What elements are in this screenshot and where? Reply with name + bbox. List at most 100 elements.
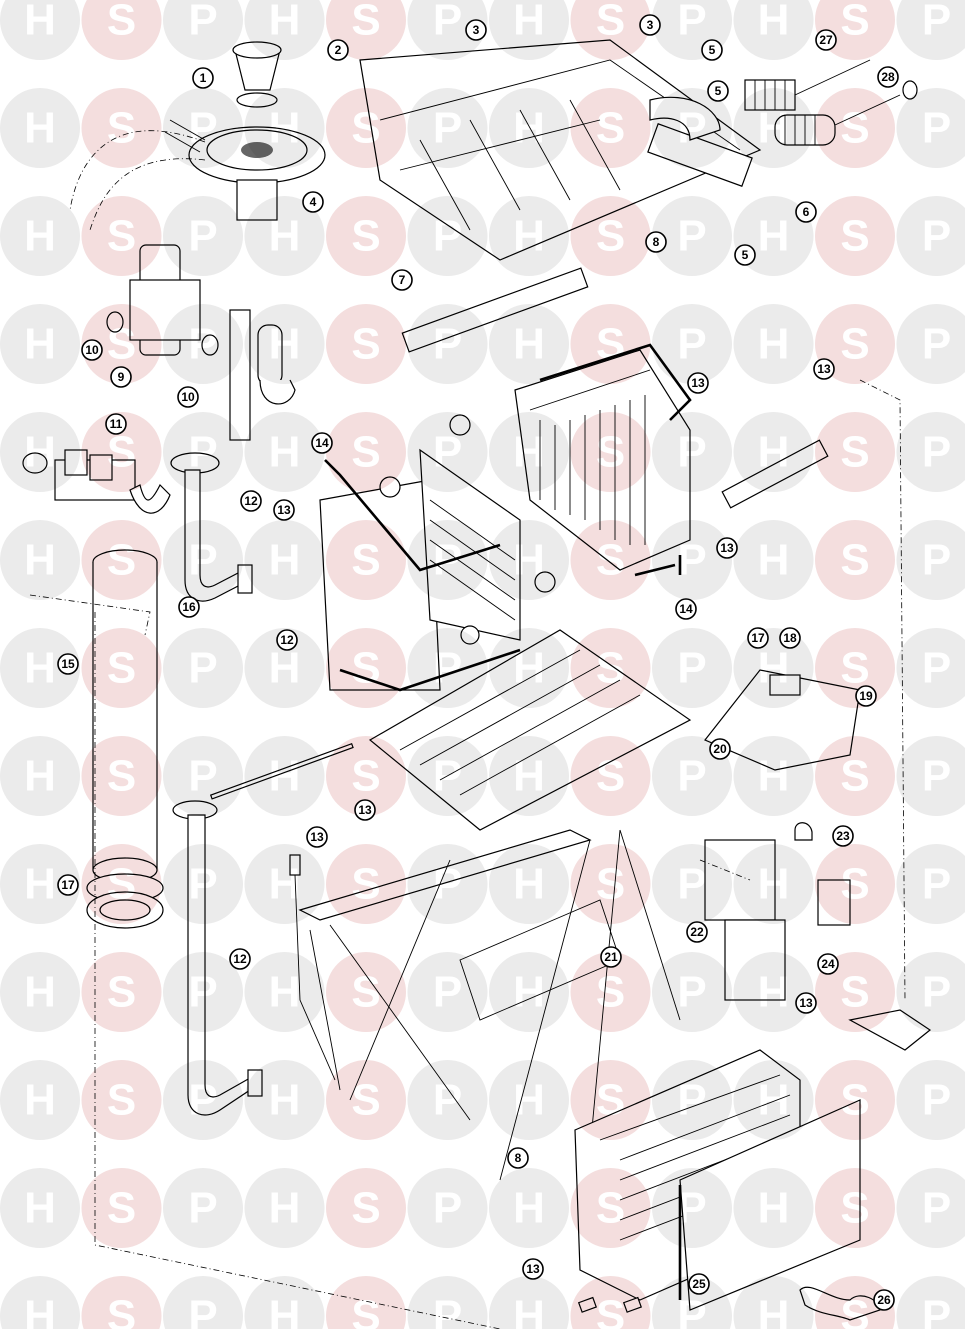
callout-number: 7 bbox=[399, 273, 406, 287]
svg-text:S: S bbox=[107, 1076, 136, 1125]
watermark-badge: P bbox=[652, 88, 732, 168]
watermark-badge: S bbox=[570, 520, 651, 600]
svg-text:S: S bbox=[107, 212, 136, 261]
svg-text:S: S bbox=[351, 860, 380, 909]
svg-text:S: S bbox=[596, 1076, 625, 1125]
svg-text:P: P bbox=[433, 968, 462, 1017]
watermark-badge: S bbox=[570, 952, 651, 1032]
watermark-badge: S bbox=[570, 844, 651, 924]
watermark-badge: P bbox=[652, 952, 732, 1032]
svg-text:S: S bbox=[840, 644, 869, 693]
svg-text:P: P bbox=[433, 644, 462, 693]
watermark-badge: H bbox=[733, 1168, 814, 1248]
callout-number: 13 bbox=[817, 362, 831, 376]
watermark-badge: S bbox=[815, 520, 895, 600]
watermark-badge: H bbox=[733, 88, 814, 168]
watermark-badge: P bbox=[896, 628, 965, 708]
part-callout-13: 13 bbox=[354, 799, 376, 821]
callout-number: 3 bbox=[647, 18, 654, 32]
watermark-badge: H bbox=[0, 0, 80, 60]
watermark-badge: H bbox=[244, 88, 325, 168]
watermark-badge: P bbox=[407, 1060, 488, 1140]
svg-text:P: P bbox=[188, 428, 217, 477]
svg-text:H: H bbox=[24, 644, 56, 693]
svg-text:P: P bbox=[188, 0, 217, 45]
svg-text:H: H bbox=[513, 536, 545, 585]
watermark-badge: S bbox=[326, 88, 406, 168]
watermark-badge: H bbox=[489, 1276, 569, 1329]
svg-text:S: S bbox=[596, 644, 625, 693]
svg-text:S: S bbox=[107, 428, 136, 477]
part-callout-9: 9 bbox=[110, 366, 132, 388]
watermark-badge: P bbox=[407, 952, 488, 1032]
watermark-badge: S bbox=[81, 736, 162, 816]
callout-number: 4 bbox=[310, 195, 317, 209]
watermark-badge: S bbox=[81, 844, 162, 924]
svg-text:H: H bbox=[24, 320, 56, 369]
part-callout-13: 13 bbox=[813, 358, 835, 380]
watermark-badge: S bbox=[326, 520, 406, 600]
watermark-badge: P bbox=[163, 844, 243, 924]
svg-text:P: P bbox=[188, 1184, 217, 1233]
watermark-badge: S bbox=[81, 1060, 162, 1140]
watermark-badge: P bbox=[652, 1276, 732, 1329]
svg-text:S: S bbox=[596, 536, 625, 585]
svg-text:P: P bbox=[677, 1076, 706, 1125]
watermark-badge: S bbox=[815, 628, 895, 708]
svg-text:H: H bbox=[513, 1076, 545, 1125]
callout-number: 19 bbox=[859, 689, 873, 703]
callout-number: 6 bbox=[803, 205, 810, 219]
watermark-badge: S bbox=[326, 736, 406, 816]
svg-text:H: H bbox=[758, 428, 790, 477]
watermark-badge: H bbox=[0, 1060, 80, 1140]
part-callout-2: 2 bbox=[327, 39, 349, 61]
watermark-badge: P bbox=[163, 736, 243, 816]
watermark-badge: P bbox=[407, 304, 488, 384]
svg-text:H: H bbox=[513, 860, 545, 909]
watermark-badge: P bbox=[652, 412, 732, 492]
watermark-badge: P bbox=[896, 1060, 965, 1140]
svg-text:P: P bbox=[922, 752, 951, 801]
svg-text:H: H bbox=[269, 536, 301, 585]
watermark-badge: S bbox=[570, 1276, 651, 1329]
watermark-badge: P bbox=[652, 196, 732, 276]
watermark-badge: P bbox=[652, 844, 732, 924]
svg-text:P: P bbox=[433, 1184, 462, 1233]
svg-text:S: S bbox=[596, 968, 625, 1017]
callout-number: 5 bbox=[742, 248, 749, 262]
watermark-badge: H bbox=[733, 736, 814, 816]
watermark-badge: H bbox=[489, 844, 569, 924]
watermark-badge: P bbox=[163, 520, 243, 600]
svg-text:H: H bbox=[24, 104, 56, 153]
watermark-badge: P bbox=[407, 736, 488, 816]
callout-number: 13 bbox=[310, 830, 324, 844]
svg-text:P: P bbox=[188, 212, 217, 261]
watermark-badge: P bbox=[407, 88, 488, 168]
part-callout-27: 27 bbox=[815, 29, 837, 51]
svg-text:S: S bbox=[107, 104, 136, 153]
watermark-badge: H bbox=[489, 1168, 569, 1248]
watermark-badge: S bbox=[326, 1168, 406, 1248]
part-callout-21: 21 bbox=[600, 946, 622, 968]
svg-text:P: P bbox=[677, 0, 706, 45]
svg-text:H: H bbox=[24, 212, 56, 261]
svg-text:H: H bbox=[269, 1184, 301, 1233]
watermark-badge: H bbox=[0, 304, 80, 384]
svg-text:H: H bbox=[513, 212, 545, 261]
part-callout-3: 3 bbox=[465, 19, 487, 41]
part-callout-10: 10 bbox=[81, 339, 103, 361]
watermark-badge: S bbox=[570, 628, 651, 708]
watermark-badge: H bbox=[244, 1168, 325, 1248]
watermark-badge: H bbox=[0, 412, 80, 492]
svg-text:P: P bbox=[922, 320, 951, 369]
svg-text:P: P bbox=[188, 1076, 217, 1125]
callout-number: 18 bbox=[783, 631, 797, 645]
watermark-badge: P bbox=[652, 520, 732, 600]
watermark-badge: S bbox=[326, 844, 406, 924]
watermark-badge: H bbox=[733, 844, 814, 924]
part-callout-17: 17 bbox=[747, 627, 769, 649]
part-callout-15: 15 bbox=[57, 653, 79, 675]
part-callout-13: 13 bbox=[522, 1258, 544, 1280]
callout-number: 28 bbox=[881, 70, 895, 84]
